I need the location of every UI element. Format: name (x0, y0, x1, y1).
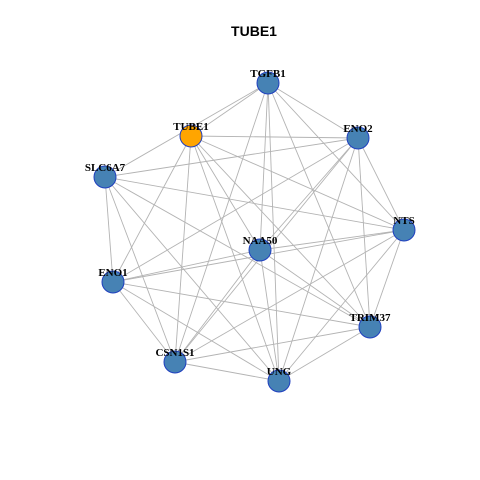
edge-tgfb1-naa50 (259, 82, 269, 251)
edge-csn1s1-ung (174, 361, 280, 382)
edge-naa50-eno1 (112, 249, 261, 283)
edge-nts-csn1s1 (174, 229, 405, 363)
node-slc6a7: SLC6A7 (85, 162, 126, 189)
node-circle-naa50 (248, 238, 272, 262)
edge-nts-trim37 (369, 229, 405, 328)
edge-layer (104, 82, 405, 382)
edge-tgfb1-csn1s1 (174, 82, 269, 363)
edge-naa50-csn1s1 (174, 249, 261, 363)
diagram-title: TUBE1 (231, 23, 277, 39)
node-ung: UNG (267, 366, 292, 393)
node-circle-eno1 (101, 270, 125, 294)
node-label-eno2: ENO2 (343, 123, 373, 135)
node-label-csn1s1: CSN1S1 (155, 347, 194, 359)
node-nts: NTS (392, 215, 416, 242)
edge-nts-naa50 (259, 229, 405, 251)
edge-slc6a7-csn1s1 (104, 176, 176, 363)
edge-slc6a7-trim37 (104, 176, 371, 328)
node-naa50: NAA50 (243, 235, 278, 262)
node-tgfb1: TGFB1 (250, 68, 286, 95)
edge-eno1-trim37 (112, 281, 371, 328)
node-label-ung: UNG (267, 366, 292, 378)
edge-tgfb1-tube1 (190, 82, 269, 137)
edge-eno2-eno1 (112, 137, 359, 283)
node-circle-tube1 (179, 124, 203, 148)
edge-eno2-nts (357, 137, 405, 231)
edge-tube1-naa50 (190, 135, 261, 251)
edge-eno2-ung (278, 137, 359, 382)
node-eno1: ENO1 (98, 267, 128, 294)
edge-tube1-eno2 (190, 135, 359, 139)
node-eno2: ENO2 (343, 123, 373, 150)
node-label-nts: NTS (393, 215, 414, 227)
node-circle-nts (392, 218, 416, 242)
node-circle-trim37 (358, 315, 382, 339)
edge-tube1-trim37 (190, 135, 371, 328)
node-circle-slc6a7 (93, 165, 117, 189)
edge-tube1-ung (190, 135, 280, 382)
edge-tube1-csn1s1 (174, 135, 192, 363)
node-label-tube1: TUBE1 (173, 121, 208, 133)
node-label-trim37: TRIM37 (350, 312, 391, 324)
node-circle-tgfb1 (256, 71, 280, 95)
edge-tube1-nts (190, 135, 405, 231)
edge-slc6a7-nts (104, 176, 405, 231)
node-label-tgfb1: TGFB1 (250, 68, 285, 80)
node-circle-ung (267, 369, 291, 393)
edge-tgfb1-ung (267, 82, 280, 382)
edge-eno2-slc6a7 (104, 137, 359, 178)
edge-tgfb1-trim37 (267, 82, 371, 328)
node-circle-csn1s1 (163, 350, 187, 374)
edge-tgfb1-eno2 (267, 82, 359, 139)
node-csn1s1: CSN1S1 (155, 347, 195, 374)
edge-eno2-naa50 (259, 137, 359, 251)
edge-tgfb1-nts (267, 82, 405, 231)
edge-eno1-ung (112, 281, 280, 382)
node-tube1: TUBE1 (173, 121, 209, 148)
node-label-naa50: NAA50 (243, 235, 278, 247)
edge-eno1-csn1s1 (112, 281, 176, 363)
edge-slc6a7-ung (104, 176, 280, 382)
edge-csn1s1-trim37 (174, 326, 371, 363)
edge-nts-ung (278, 229, 405, 382)
edge-tube1-eno1 (112, 135, 192, 283)
edge-naa50-trim37 (259, 249, 371, 328)
edge-ung-trim37 (278, 326, 371, 382)
node-trim37: TRIM37 (350, 312, 391, 339)
node-label-eno1: ENO1 (98, 267, 127, 279)
edge-eno2-trim37 (357, 137, 371, 328)
node-circle-eno2 (346, 126, 370, 150)
edge-naa50-ung (259, 249, 280, 382)
edge-slc6a7-eno1 (104, 176, 114, 283)
node-label-slc6a7: SLC6A7 (85, 162, 126, 174)
